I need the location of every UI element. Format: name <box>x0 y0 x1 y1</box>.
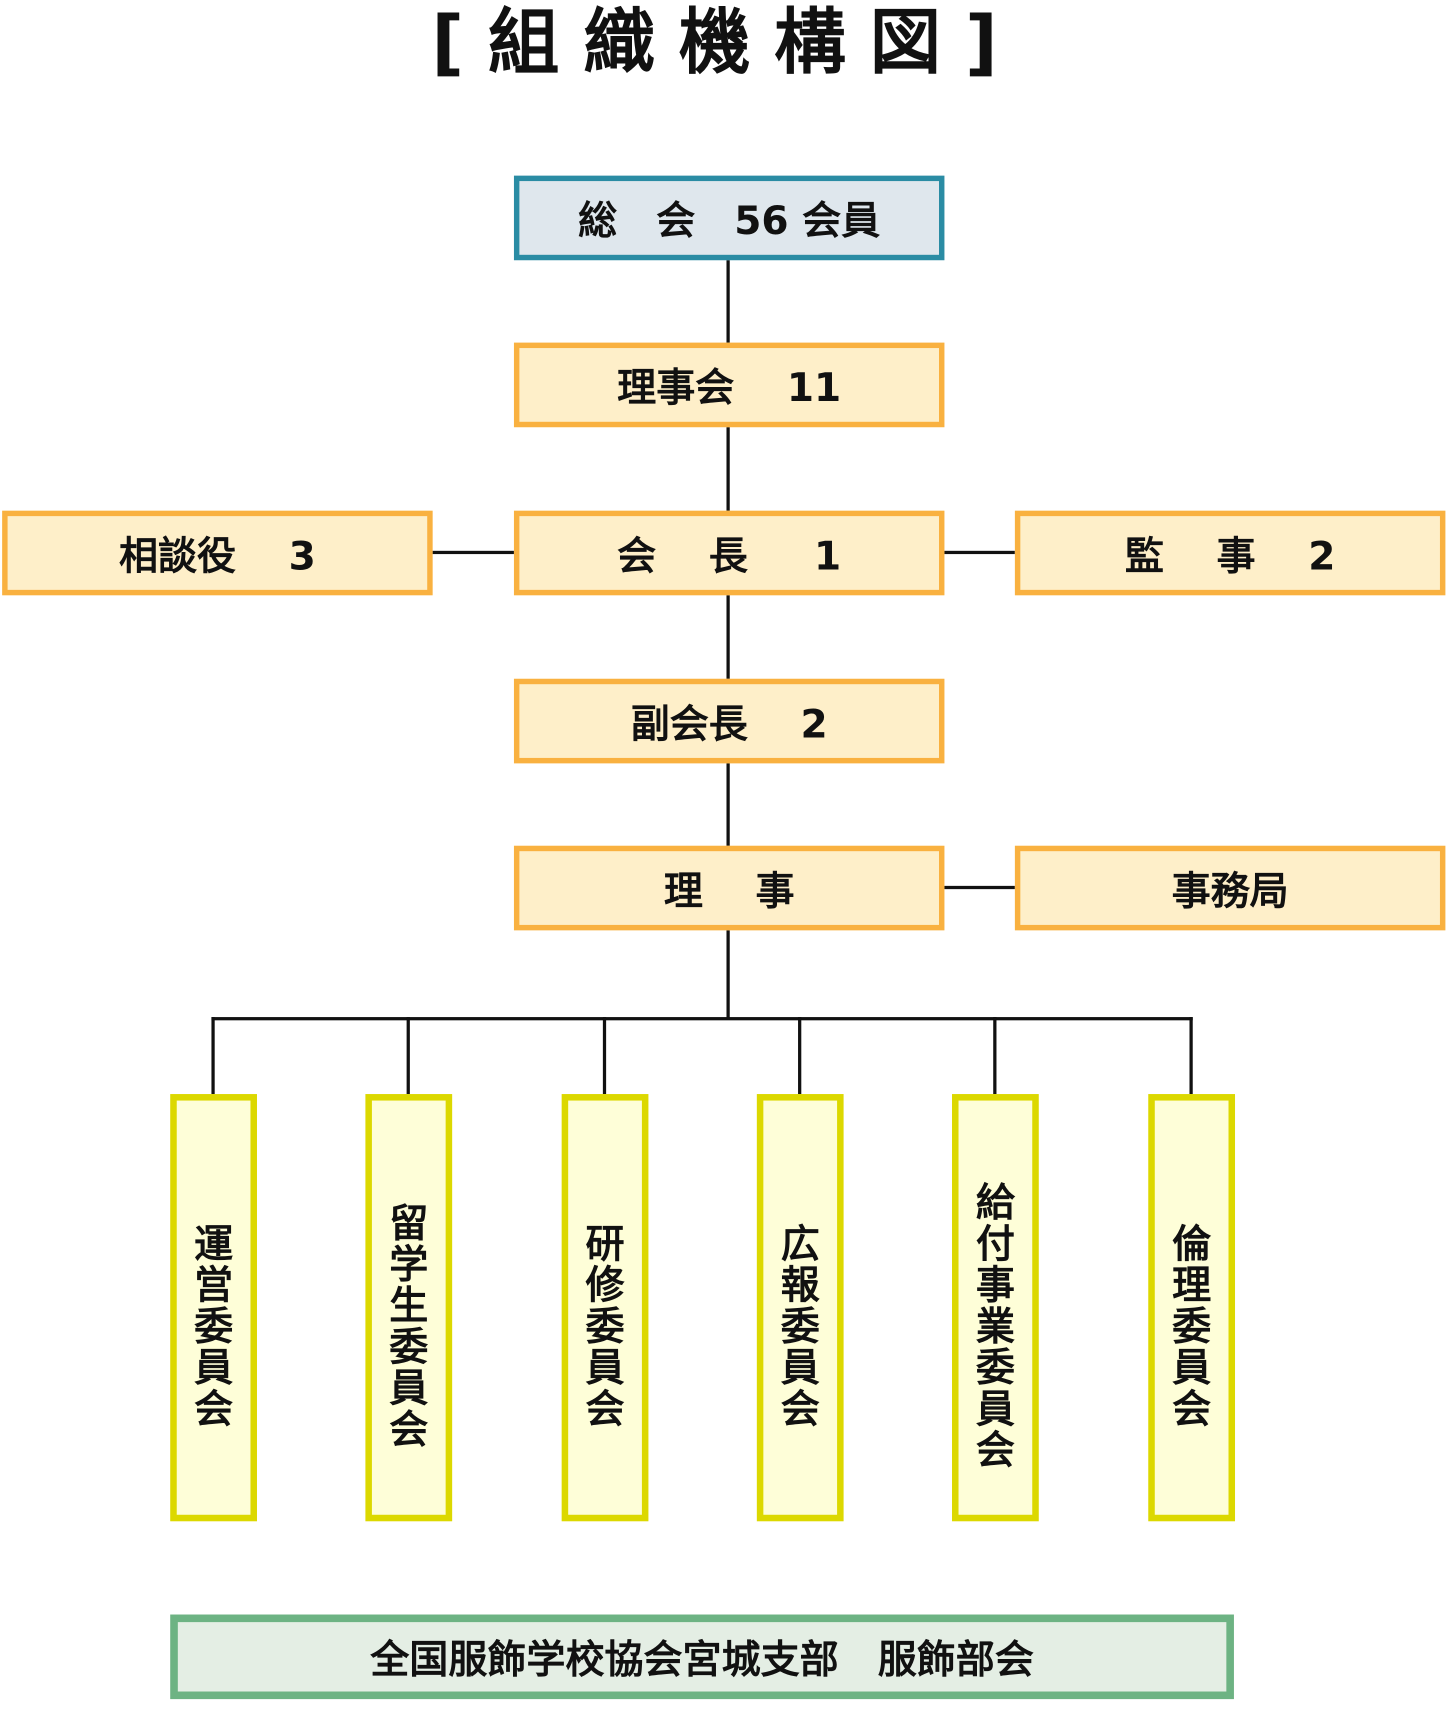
committee-box-public-relations: 広報委員会 <box>756 1094 844 1522</box>
connector-secretariat <box>943 885 1015 890</box>
connector-auditors <box>943 550 1015 555</box>
committee-box-operations: 運営委員会 <box>170 1094 257 1522</box>
committee-box-training: 研修委員会 <box>561 1094 649 1522</box>
connector-committee <box>602 1017 607 1096</box>
chart-title: [組織機構図] <box>431 1 1022 85</box>
directors-box: 理 事 <box>513 845 945 931</box>
secretariat-box: 事務局 <box>1014 845 1446 931</box>
committee-box-international-students: 留学生委員会 <box>365 1094 453 1522</box>
president-box: 会 長 1 <box>513 510 945 596</box>
footer-box: 全国服飾学校協会宮城支部 服飾部会 <box>170 1614 1234 1700</box>
board-box: 理事会 11 <box>513 342 945 428</box>
connector-committee <box>406 1017 410 1096</box>
committee-box-ethics: 倫理委員会 <box>1148 1094 1236 1522</box>
committee-box-benefits: 給付事業委員会 <box>952 1094 1039 1522</box>
connector-committee <box>1189 1017 1193 1096</box>
advisors-box: 相談役 3 <box>2 510 433 596</box>
auditors-box: 監 事 2 <box>1014 510 1446 596</box>
general-assembly-box: 総 会 56 会員 <box>513 175 945 261</box>
connector-committees-horizontal <box>211 1017 1193 1021</box>
connector-committee <box>798 1017 802 1096</box>
connector-committee <box>211 1017 215 1096</box>
connector-advisors <box>431 550 514 555</box>
connector-main-vertical <box>726 259 730 1020</box>
connector-committee <box>993 1017 997 1096</box>
vice-president-box: 副会長 2 <box>513 678 945 764</box>
